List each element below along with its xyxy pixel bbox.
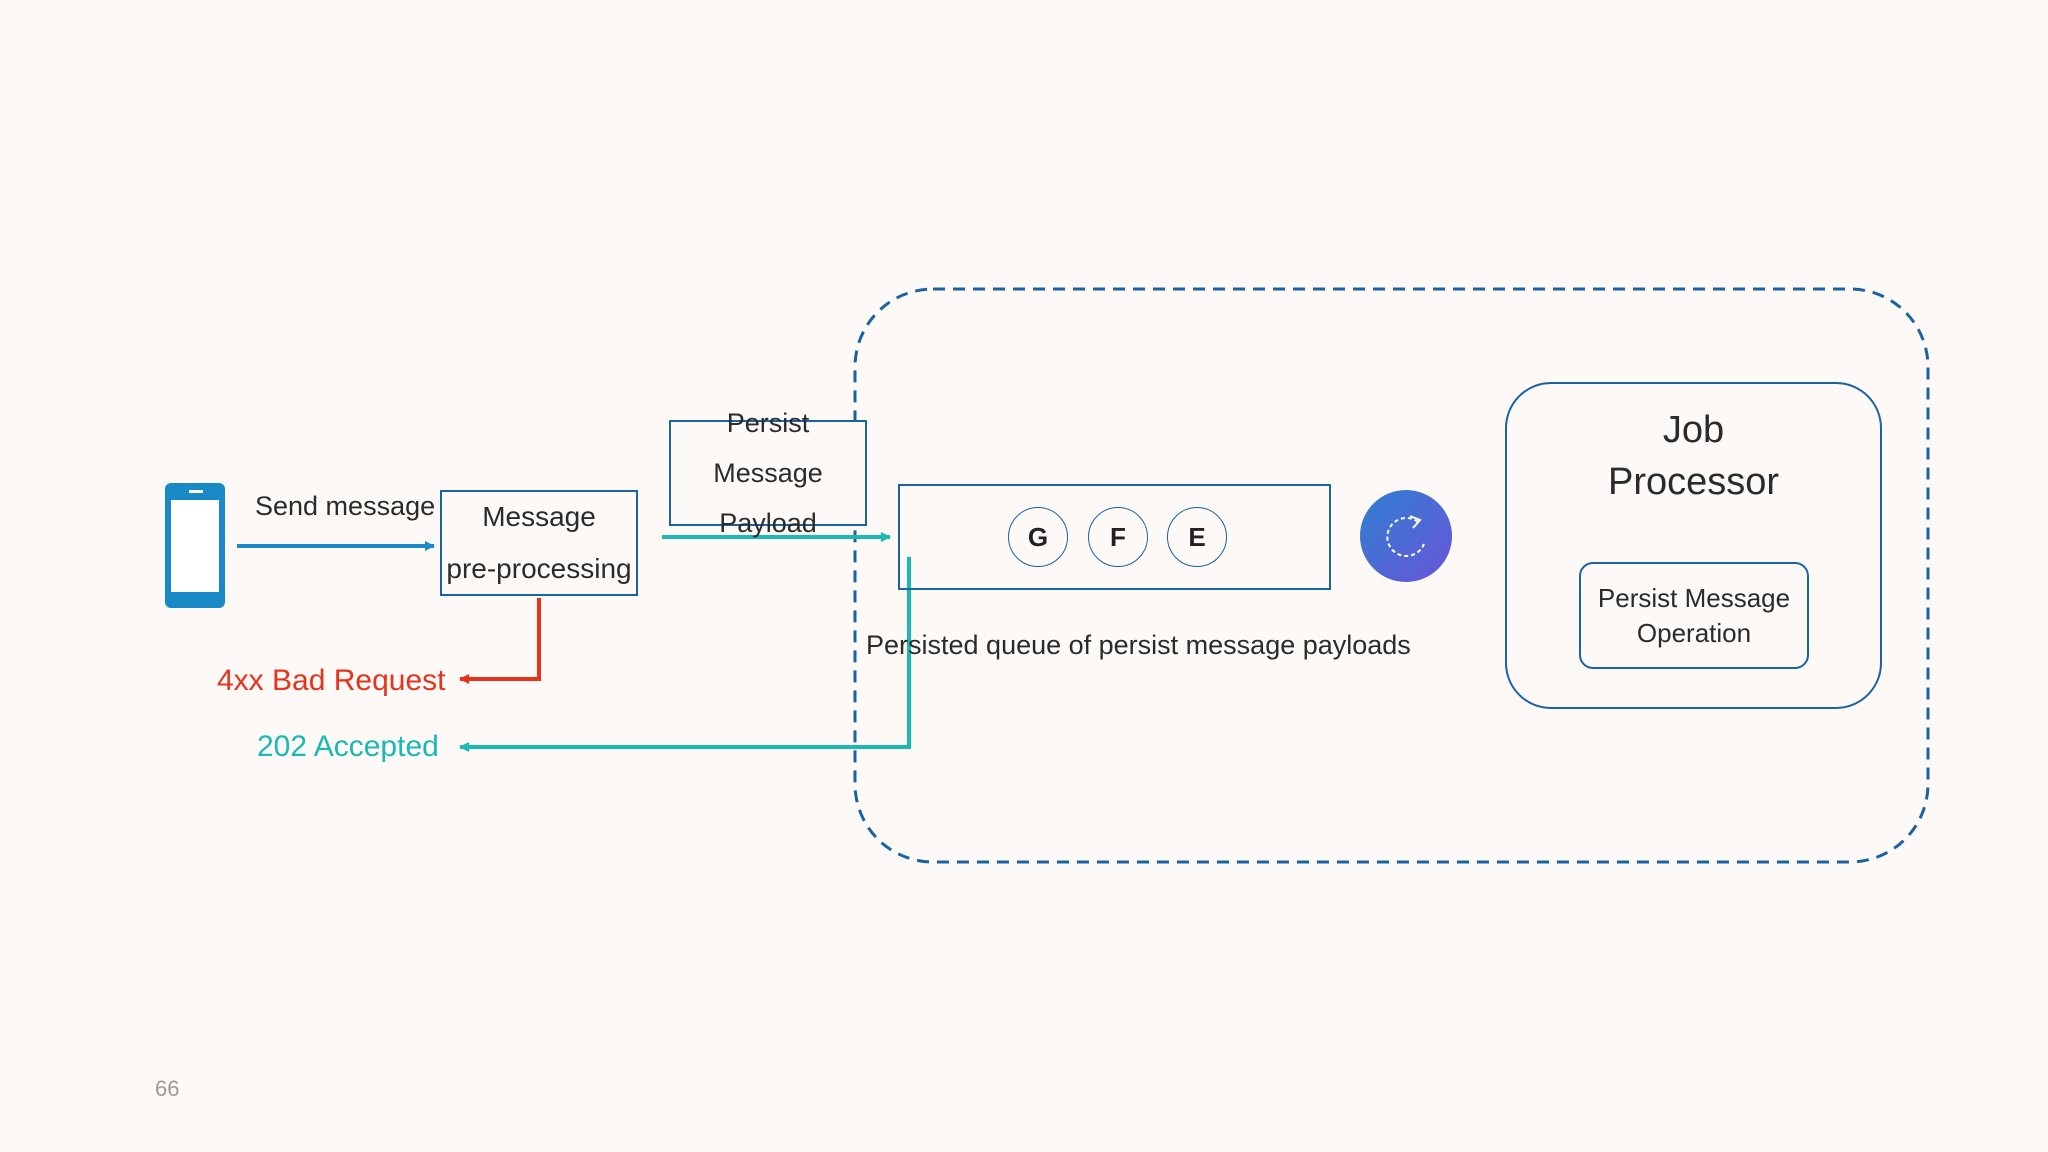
persist-payload-line1: Persist Message: [713, 408, 823, 488]
send-message-label: Send message: [255, 491, 436, 521]
operation-line2: Operation: [1636, 617, 1752, 648]
refresh-icon[interactable]: [1360, 490, 1452, 582]
mobile-phone-icon: [165, 483, 225, 608]
preprocessing-line2: pre-processing: [446, 553, 632, 584]
queue-label: Persisted queue of persist message paylo…: [866, 630, 1411, 660]
service-boundary: [853, 287, 1930, 864]
persist-payload-line2: Payload: [719, 508, 817, 538]
accepted-label: 202 Accepted: [257, 730, 439, 763]
accepted-arrow: [459, 557, 911, 752]
job-title-line2: Processor: [1607, 461, 1780, 503]
job-processor[interactable]: Job Processor Persist Message Operation: [1505, 382, 1882, 709]
bad-request-label: 4xx Bad Request: [217, 664, 446, 697]
page-number: 66: [155, 1076, 180, 1101]
bad-request-arrow: [459, 598, 541, 684]
persist-payload-box[interactable]: Persist Message Payload: [669, 408, 867, 538]
job-title-line1: Job: [1662, 409, 1725, 451]
preprocessing-line1: Message: [482, 501, 596, 532]
job-processor-title: Job Processor: [1507, 404, 1880, 508]
queue-item: G: [1008, 507, 1068, 567]
operation-line1: Persist Message: [1597, 582, 1791, 613]
preprocessing-box[interactable]: Message pre-processing: [440, 490, 638, 596]
queue-item: F: [1088, 507, 1148, 567]
queue-box[interactable]: [898, 484, 1331, 590]
persist-operation-box[interactable]: Persist Message Operation: [1579, 562, 1809, 669]
queue-item: E: [1167, 507, 1227, 567]
